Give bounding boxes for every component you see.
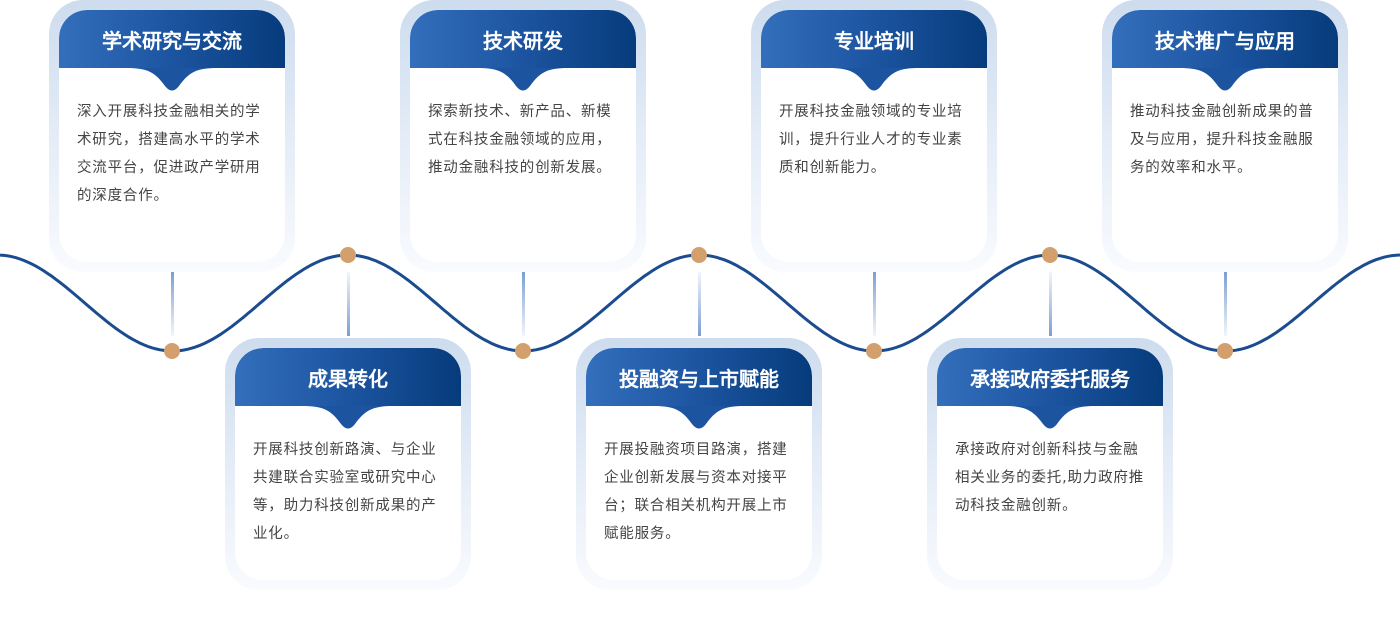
card-text: 探索新技术、新产品、新模式在科技金融领域的应用，推动金融科技的创新发展。 bbox=[428, 104, 612, 176]
card-title: 学术研究与交流 bbox=[59, 10, 285, 68]
card-title: 投融资与上市赋能 bbox=[586, 348, 812, 406]
card-5: 专业培训 开展科技金融领域的专业培训，提升行业人才的专业素质和创新能力。 bbox=[751, 0, 997, 272]
header-notch bbox=[654, 406, 744, 429]
card-2: 成果转化 开展科技创新路演、与企业共建联合实验室或研究中心等，助力科技创新成果的… bbox=[225, 338, 471, 590]
connector-line bbox=[698, 272, 701, 336]
connector-line bbox=[347, 272, 350, 336]
card-text: 推动科技金融创新成果的普及与应用，提升科技金融服务的效率和水平。 bbox=[1130, 104, 1314, 176]
timeline-dot bbox=[515, 343, 531, 359]
timeline-dot bbox=[340, 247, 356, 263]
card-text: 开展投融资项目路演，搭建企业创新发展与资本对接平台；联合相关机构开展上市赋能服务… bbox=[604, 442, 788, 542]
connector-line bbox=[1224, 272, 1227, 336]
card-7: 技术推广与应用 推动科技金融创新成果的普及与应用，提升科技金融服务的效率和水平。 bbox=[1102, 0, 1348, 272]
connector-line bbox=[873, 272, 876, 336]
timeline-dot bbox=[1217, 343, 1233, 359]
card-inner: 投融资与上市赋能 开展投融资项目路演，搭建企业创新发展与资本对接平台；联合相关机… bbox=[586, 348, 812, 580]
card-inner: 技术研发 探索新技术、新产品、新模式在科技金融领域的应用，推动金融科技的创新发展… bbox=[410, 10, 636, 262]
connector-line bbox=[1049, 272, 1052, 336]
header-notch bbox=[829, 68, 919, 91]
card-inner: 承接政府委托服务 承接政府对创新科技与金融相关业务的委托,助力政府推动科技金融创… bbox=[937, 348, 1163, 580]
header-notch bbox=[478, 68, 568, 91]
connector-line bbox=[522, 272, 525, 336]
card-inner: 学术研究与交流 深入开展科技金融相关的学术研究，搭建高水平的学术交流平台，促进政… bbox=[59, 10, 285, 262]
card-inner: 成果转化 开展科技创新路演、与企业共建联合实验室或研究中心等，助力科技创新成果的… bbox=[235, 348, 461, 580]
card-title: 专业培训 bbox=[761, 10, 987, 68]
card-text: 深入开展科技金融相关的学术研究，搭建高水平的学术交流平台，促进政产学研用的深度合… bbox=[77, 104, 261, 204]
card-inner: 技术推广与应用 推动科技金融创新成果的普及与应用，提升科技金融服务的效率和水平。 bbox=[1112, 10, 1338, 262]
card-title: 技术推广与应用 bbox=[1112, 10, 1338, 68]
card-inner: 专业培训 开展科技金融领域的专业培训，提升行业人才的专业素质和创新能力。 bbox=[761, 10, 987, 262]
card-text: 开展科技创新路演、与企业共建联合实验室或研究中心等，助力科技创新成果的产业化。 bbox=[253, 442, 437, 542]
card-3: 技术研发 探索新技术、新产品、新模式在科技金融领域的应用，推动金融科技的创新发展… bbox=[400, 0, 646, 272]
header-notch bbox=[1180, 68, 1270, 91]
connector-line bbox=[171, 272, 174, 336]
timeline-dot bbox=[866, 343, 882, 359]
timeline-dot bbox=[1042, 247, 1058, 263]
header-notch bbox=[127, 68, 217, 91]
timeline-dot bbox=[691, 247, 707, 263]
header-notch bbox=[1005, 406, 1095, 429]
card-1: 学术研究与交流 深入开展科技金融相关的学术研究，搭建高水平的学术交流平台，促进政… bbox=[49, 0, 295, 272]
card-text: 开展科技金融领域的专业培训，提升行业人才的专业素质和创新能力。 bbox=[779, 104, 963, 176]
card-title: 技术研发 bbox=[410, 10, 636, 68]
timeline-dot bbox=[164, 343, 180, 359]
card-text: 承接政府对创新科技与金融相关业务的委托,助力政府推动科技金融创新。 bbox=[955, 442, 1145, 514]
card-4: 投融资与上市赋能 开展投融资项目路演，搭建企业创新发展与资本对接平台；联合相关机… bbox=[576, 338, 822, 590]
card-title: 成果转化 bbox=[235, 348, 461, 406]
card-6: 承接政府委托服务 承接政府对创新科技与金融相关业务的委托,助力政府推动科技金融创… bbox=[927, 338, 1173, 590]
header-notch bbox=[303, 406, 393, 429]
card-title: 承接政府委托服务 bbox=[937, 348, 1163, 406]
